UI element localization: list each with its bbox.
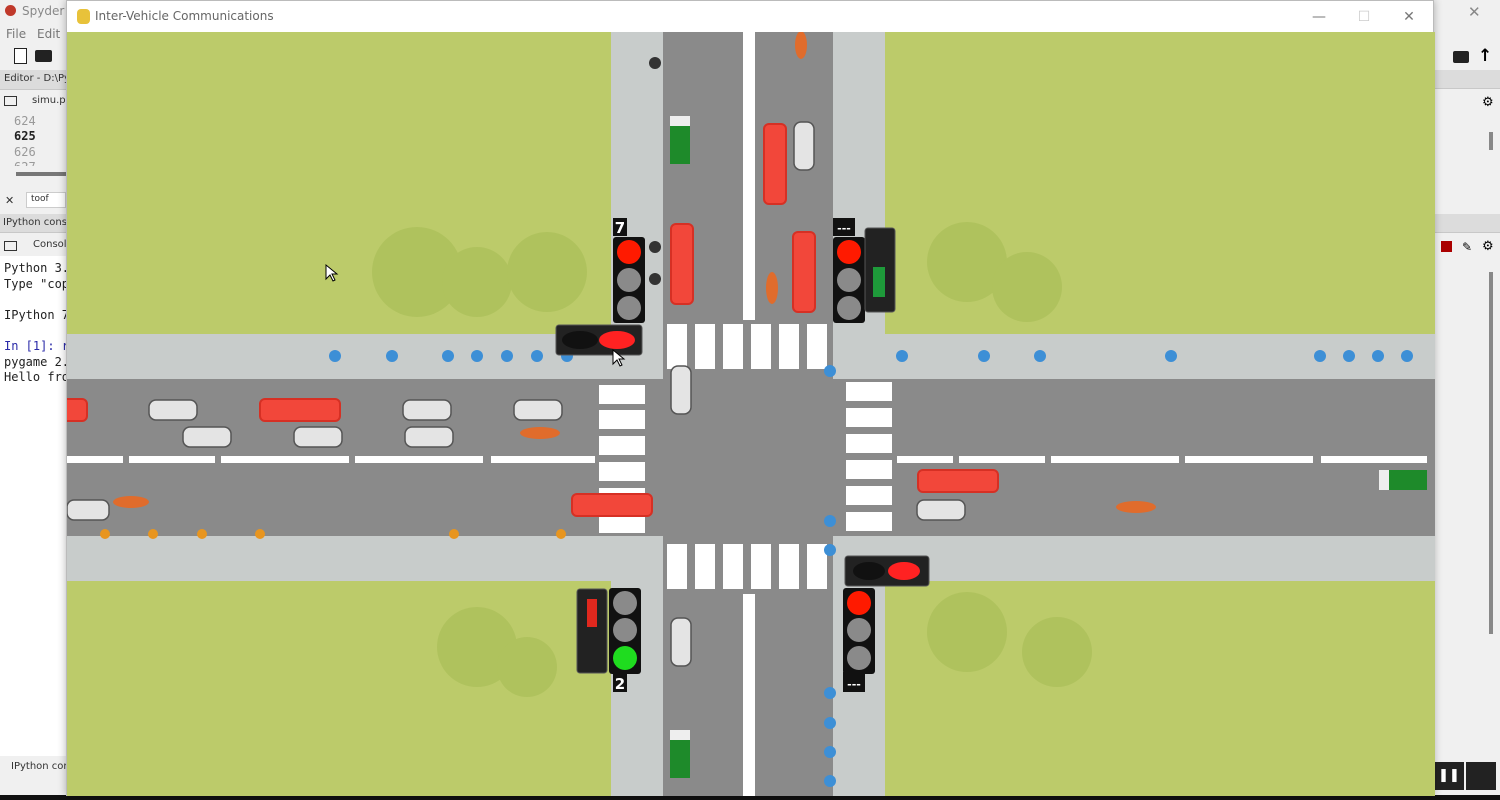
minimize-button[interactable]: —	[1312, 9, 1326, 25]
center-line-south	[743, 594, 755, 796]
car	[670, 617, 692, 667]
up-arrow-icon[interactable]: ↑	[1478, 46, 1493, 66]
gear-icon[interactable]: ⚙	[1482, 95, 1494, 110]
find-close-button[interactable]: ✕	[5, 194, 15, 207]
car	[404, 426, 454, 448]
editor-hscrollbar[interactable]	[16, 172, 66, 176]
menu-edit[interactable]: Edit	[37, 27, 61, 41]
trucks	[670, 116, 1427, 778]
bus	[571, 493, 653, 517]
traffic-light-south: 2	[576, 588, 641, 693]
spyder-logo-icon	[5, 5, 16, 16]
south-timer: 2	[615, 675, 625, 693]
center-dashes-east	[897, 456, 1427, 463]
simulation-window: Inter-Vehicle Communications — ☐ ✕	[66, 0, 1435, 796]
southeast-timer: ---	[847, 678, 861, 691]
red-pedestrian-icon	[587, 599, 597, 627]
car	[67, 499, 110, 521]
right-pane-header-2	[1434, 214, 1500, 233]
pedestrians-orange	[100, 529, 566, 539]
red-light	[617, 240, 641, 264]
eraser-icon[interactable]: ✎	[1462, 240, 1473, 254]
gear-icon[interactable]: ⚙	[1482, 239, 1494, 254]
pedestrian-signal-north	[555, 324, 643, 356]
cars	[67, 121, 966, 667]
line-number-current: 625	[14, 129, 36, 143]
line-number: 626	[14, 145, 36, 159]
traffic-light-southeast: ---	[843, 555, 930, 692]
window-title: Inter-Vehicle Communications	[95, 9, 274, 23]
car	[916, 499, 966, 521]
console-tab[interactable]: Console	[33, 239, 73, 250]
window-titlebar[interactable]: Inter-Vehicle Communications — ☐ ✕	[67, 1, 1433, 32]
east-timer: ---	[837, 222, 851, 235]
editor-tab[interactable]: simu.py	[32, 95, 72, 106]
bus	[67, 398, 88, 422]
console-scrollbar[interactable]	[1489, 272, 1493, 634]
green-light	[613, 646, 637, 670]
bus	[792, 231, 816, 313]
pedestrians	[329, 57, 1413, 787]
truck	[670, 730, 690, 778]
console-pane-header: IPython conso	[0, 214, 73, 233]
traffic-light-northeast: ---	[833, 218, 896, 323]
truck	[670, 116, 690, 164]
north-timer: 7	[615, 219, 625, 237]
screen-button[interactable]	[1466, 762, 1496, 790]
buses	[67, 123, 999, 517]
taskbar-strip	[0, 795, 1500, 800]
maximize-button[interactable]: ☐	[1357, 9, 1371, 25]
mouse-cursor-icon	[325, 263, 339, 282]
green-pedestrian-icon	[873, 267, 885, 297]
spyder-title: Spyder (	[22, 4, 73, 18]
right-pane-scrollbar[interactable]	[1489, 132, 1493, 150]
bus	[259, 398, 341, 422]
close-button[interactable]: ✕	[1403, 9, 1415, 25]
truck	[1379, 470, 1427, 490]
bus	[917, 469, 999, 493]
car	[148, 399, 198, 421]
browse-tabs-icon[interactable]	[4, 96, 17, 106]
motorcycles	[113, 32, 1156, 513]
car	[513, 399, 563, 421]
crosswalk-south	[667, 544, 827, 589]
car	[182, 426, 232, 448]
open-folder-icon[interactable]	[35, 50, 52, 62]
spyder-close-button[interactable]: ✕	[1468, 3, 1481, 21]
crosswalk-north	[667, 324, 827, 369]
bus	[763, 123, 787, 205]
open-folder-icon[interactable]	[1453, 51, 1469, 63]
red-light	[837, 240, 861, 264]
pause-button[interactable]: ❚❚	[1434, 762, 1464, 790]
red-light	[847, 591, 871, 615]
line-number: 627	[14, 160, 36, 166]
bottom-console-tab[interactable]: IPython cons	[11, 761, 75, 772]
pygame-logo-icon	[77, 9, 90, 24]
red-pedestrian-icon	[599, 331, 635, 349]
browse-console-icon[interactable]	[4, 241, 17, 251]
car	[293, 426, 343, 448]
intersection-scene: 7 --- 2 ---	[67, 32, 1435, 796]
car	[670, 365, 692, 415]
find-input[interactable]: toof	[26, 192, 66, 208]
menu-file[interactable]: File	[6, 27, 27, 41]
red-pedestrian-icon	[888, 562, 920, 580]
crosswalk-east	[846, 382, 892, 531]
traffic-light-north: 7	[613, 218, 645, 323]
car	[793, 121, 815, 171]
bus	[670, 223, 694, 305]
mouse-cursor-icon	[612, 348, 626, 367]
bushes	[372, 222, 1092, 697]
center-line-north	[743, 32, 755, 320]
new-file-icon[interactable]	[14, 48, 27, 64]
right-pane-header	[1434, 70, 1500, 89]
console-output[interactable]: Python 3. Type "cop IPython 7 In [1]: r …	[0, 256, 69, 756]
editor-pane-header: Editor - D:\Pyt	[0, 70, 74, 90]
car	[402, 399, 452, 421]
stop-icon[interactable]	[1441, 241, 1452, 252]
center-dashes-west	[67, 456, 595, 463]
line-number: 624	[14, 114, 36, 128]
